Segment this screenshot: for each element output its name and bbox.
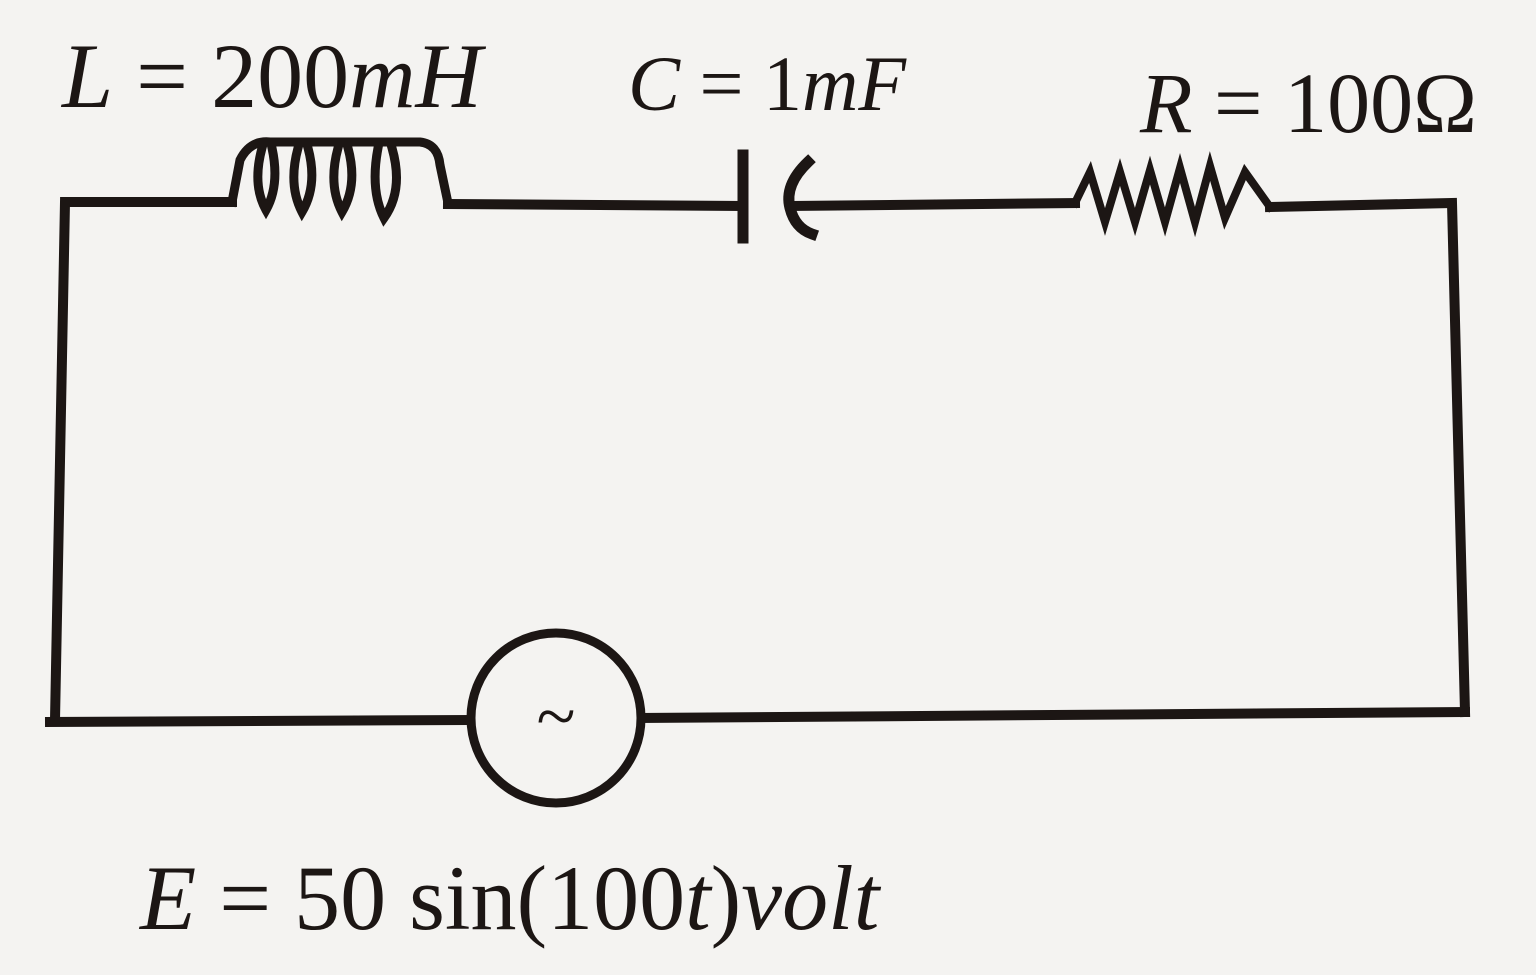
wire-bottom-left <box>44 714 476 728</box>
inductor-symbol <box>226 137 454 227</box>
ac-source-symbol <box>466 628 646 808</box>
capacitor-label: C = 1mF <box>628 40 907 127</box>
wire-top-right <box>1264 197 1471 718</box>
resistor-label: R = 100Ω <box>1140 55 1477 151</box>
wire-inductor-capacitor <box>442 198 746 212</box>
inductor-label: L = 200mH <box>62 25 482 127</box>
source-label: E = 50 sin(100t)volt <box>140 847 880 949</box>
wire-bottom-right <box>636 706 1471 724</box>
wire-capacitor-resistor <box>786 197 1081 212</box>
wire-top-left <box>49 197 237 726</box>
resistor-symbol <box>1069 151 1276 238</box>
capacitor-plate-curved <box>783 154 820 242</box>
ac-glyph: ~ <box>537 676 576 756</box>
